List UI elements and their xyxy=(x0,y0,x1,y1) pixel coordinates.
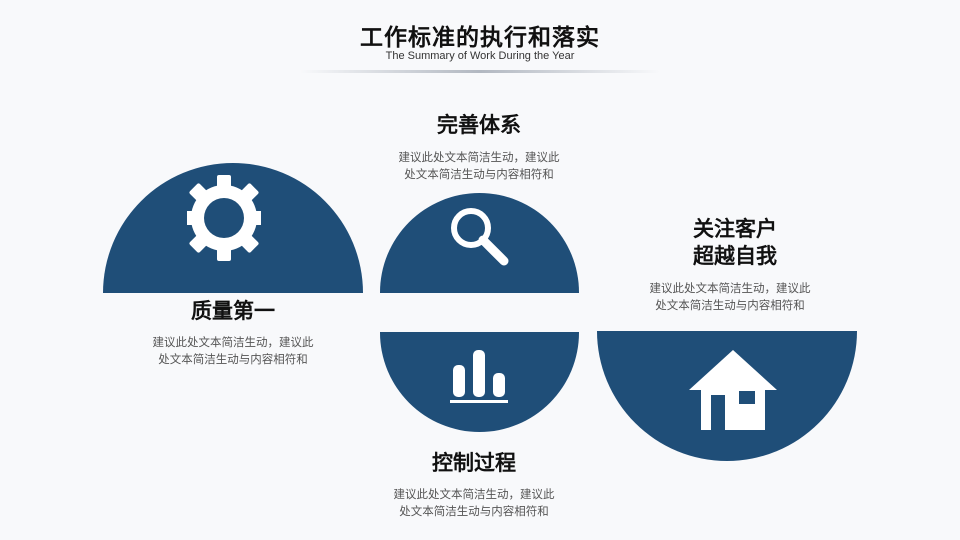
title-divider xyxy=(300,70,660,73)
quality-desc-line2: 处文本简洁生动与内容相符和 xyxy=(158,352,308,366)
customer-heading-line2: 超越自我 xyxy=(693,244,777,268)
customer-desc: 建议此处文本简洁生动，建议此 处文本简洁生动与内容相符和 xyxy=(605,280,855,314)
process-desc: 建议此处文本简洁生动，建议此 处文本简洁生动与内容相符和 xyxy=(349,486,599,520)
customer-desc-line1: 建议此处文本简洁生动，建议此 xyxy=(649,281,811,295)
page-title: 工作标准的执行和落实 xyxy=(360,25,600,51)
customer-heading-line1: 关注客户 xyxy=(693,217,777,241)
home-icon xyxy=(689,350,777,430)
quality-heading: 质量第一 xyxy=(191,299,275,323)
system-heading: 完善体系 xyxy=(437,113,521,137)
process-desc-line1: 建议此处文本简洁生动，建议此 xyxy=(393,487,555,501)
quality-desc: 建议此处文本简洁生动，建议此 处文本简洁生动与内容相符和 xyxy=(108,334,358,368)
quality-desc-line1: 建议此处文本简洁生动，建议此 xyxy=(152,335,314,349)
process-desc-line2: 处文本简洁生动与内容相符和 xyxy=(399,504,549,518)
page-subtitle: The Summary of Work During the Year xyxy=(385,50,575,62)
bar-chart-icon xyxy=(450,350,508,403)
customer-desc-line2: 处文本简洁生动与内容相符和 xyxy=(655,298,805,312)
process-heading: 控制过程 xyxy=(432,451,516,475)
gear-icon xyxy=(187,175,261,261)
search-icon xyxy=(451,208,509,266)
system-desc: 建议此处文本简洁生动，建议此 处文本简洁生动与内容相符和 xyxy=(354,149,604,183)
system-desc-line2: 处文本简洁生动与内容相符和 xyxy=(404,167,554,181)
customer-heading: 关注客户 超越自我 xyxy=(635,216,835,270)
system-desc-line1: 建议此处文本简洁生动，建议此 xyxy=(398,150,560,164)
